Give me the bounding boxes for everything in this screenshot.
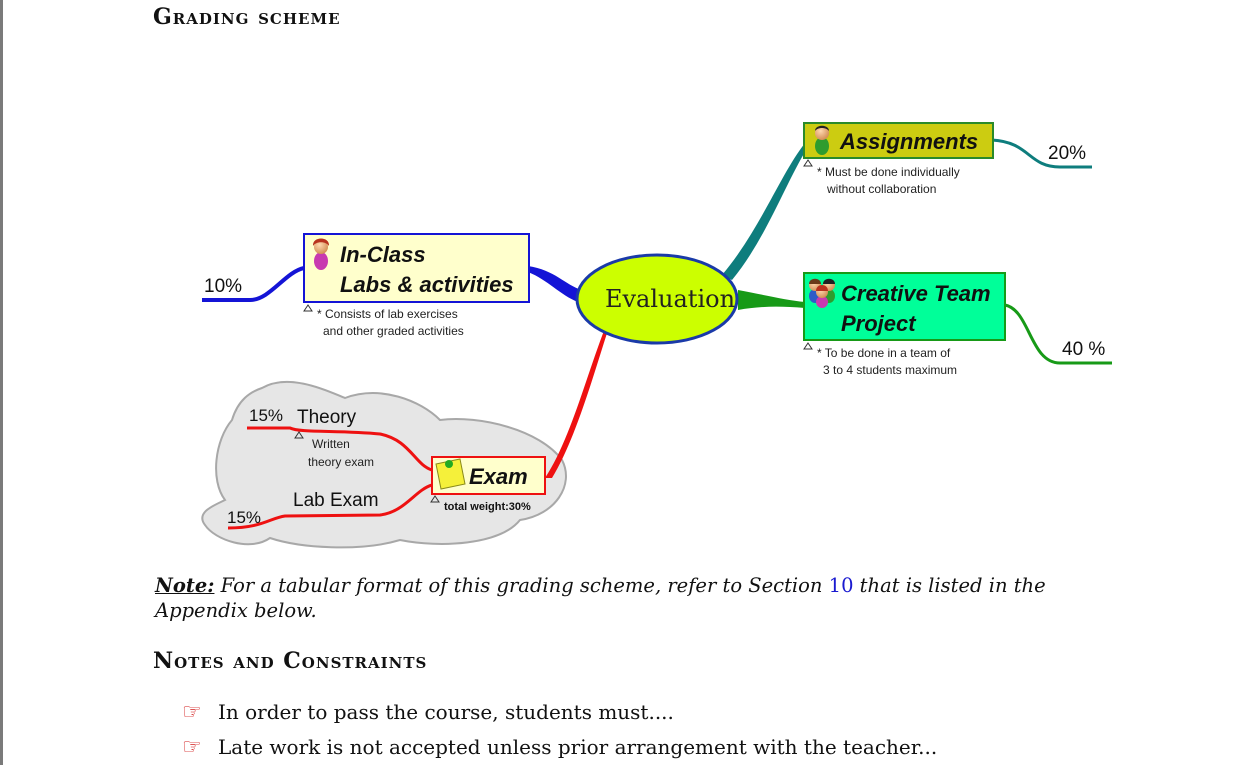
pointing-hand-icon: ☞ [182, 735, 202, 760]
note-text-after: that is listed in the Appendix below. [155, 574, 1046, 622]
project-title-line1: Creative Team [841, 281, 991, 306]
assignments-percent: 20% [1048, 143, 1086, 164]
theory-note-marker-icon [294, 431, 304, 439]
theory-branch-line [247, 426, 433, 472]
inclass-note-line2: and other graded activities [323, 324, 464, 338]
person-icon [312, 238, 330, 270]
note-paragraph: Note: For a tabular format of this gradi… [155, 573, 1115, 623]
project-note-line2: 3 to 4 students maximum [823, 363, 957, 377]
section-link[interactable]: 10 [828, 574, 854, 597]
project-branch [738, 290, 805, 310]
project-percent-line [1004, 303, 1112, 365]
theory-percent: 15% [249, 406, 283, 425]
list-item-text: In order to pass the course, students mu… [218, 700, 674, 724]
project-percent: 40 % [1062, 339, 1105, 360]
inclass-title-line1: In-Class [340, 242, 426, 267]
assignments-note-line2: without collaboration [826, 182, 936, 196]
list-item: ☞ Late work is not accepted unless prior … [182, 731, 937, 766]
exam-total-weight: total weight:30% [444, 501, 531, 513]
exam-title: Exam [469, 464, 528, 489]
project-note-marker-icon [803, 342, 813, 350]
list-item: ☞ In order to pass the course, students m… [182, 696, 937, 731]
exam-branch [545, 328, 608, 478]
page-left-border [0, 0, 3, 765]
note-text-before: For a tabular format of this grading sch… [214, 574, 829, 597]
inclass-node[interactable] [303, 233, 530, 303]
notes-constraints-heading: Notes and Constraints [153, 648, 428, 674]
exam-note-marker-icon [430, 495, 440, 503]
inclass-title-line2: Labs & activities [340, 272, 514, 297]
team-icon [809, 278, 835, 308]
exam-cloud-shape [201, 380, 567, 549]
assignments-percent-line [991, 138, 1092, 169]
inclass-percent: 10% [204, 276, 242, 297]
inclass-branch [528, 266, 582, 302]
project-node[interactable] [803, 272, 1006, 341]
note-label: Note: [155, 574, 215, 597]
theory-note-line1: Written [312, 437, 350, 451]
sticky-note-icon [435, 458, 466, 490]
grading-mind-map: Evaluation Assignments 20% * Must be don… [201, 122, 1112, 549]
grading-scheme-heading: Grading scheme [153, 4, 341, 30]
inclass-percent-line [202, 266, 305, 302]
lab-exam-percent: 15% [227, 508, 261, 527]
inclass-note-line1: * Consists of lab exercises [317, 307, 458, 321]
theory-note-line2: theory exam [308, 455, 374, 469]
person-icon [815, 125, 829, 155]
evaluation-label: Evaluation [605, 285, 735, 313]
project-title-line2: Project [841, 311, 917, 336]
theory-label[interactable]: Theory [297, 407, 357, 428]
constraints-list: ☞ In order to pass the course, students m… [182, 696, 937, 766]
evaluation-center-node[interactable] [575, 253, 739, 345]
inclass-note-marker-icon [303, 304, 313, 312]
assignments-title: Assignments [839, 129, 978, 154]
assignments-branch [722, 143, 805, 280]
project-note-line1: * To be done in a team of [817, 346, 951, 360]
list-item-text: Late work is not accepted unless prior a… [218, 735, 938, 759]
pointing-hand-icon: ☞ [182, 700, 202, 725]
lab-exam-label[interactable]: Lab Exam [293, 490, 379, 511]
assignments-note-marker-icon [803, 159, 813, 167]
lab-exam-branch-line [227, 483, 433, 530]
assignments-note-line1: * Must be done individually [817, 165, 960, 179]
assignments-node[interactable] [803, 122, 994, 159]
